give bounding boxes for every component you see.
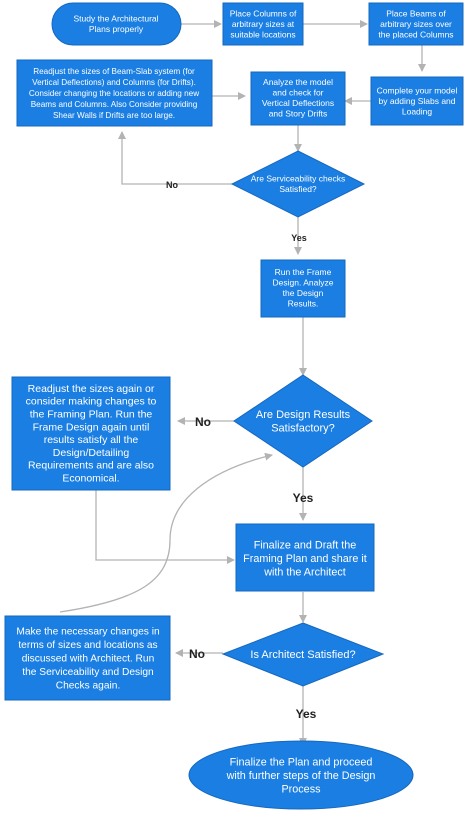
node-finalize-plan — [188, 740, 414, 810]
text-architect-check: Is Architect Satisfied? — [250, 649, 355, 661]
text-line: Analyze the model — [263, 77, 333, 87]
text-line: discussed with Architect. Run — [22, 654, 155, 665]
text-line: Study the Architectural — [73, 14, 158, 24]
node-architect-check — [221, 622, 385, 687]
text-line: and Story Drifts — [269, 109, 328, 119]
text-line: Requirements and are also — [28, 460, 154, 472]
text-line: the placed Columns — [378, 29, 453, 39]
label-architect-no: No — [189, 647, 205, 661]
edge-readjust-down — [95, 490, 235, 564]
text-line: consider making changes to — [26, 396, 157, 408]
label-serviceability-yes: Yes — [291, 233, 307, 243]
text-line: arbitrary sizes at — [232, 19, 295, 29]
text-line: the Design — [283, 288, 324, 298]
text-line: Place Columns of — [230, 8, 297, 18]
text-line: Is Architect Satisfied? — [250, 649, 355, 661]
text-line: Finalize the Plan and proceed — [230, 756, 373, 768]
text-line: Results. — [288, 299, 319, 309]
edge-labels: No Yes No Yes No Yes — [166, 180, 317, 721]
text-line: Framing Plan and share it — [243, 553, 367, 565]
text-line: the Serviceability and Design — [22, 667, 153, 678]
text-line: Loading — [402, 106, 433, 116]
text-line: Vertical Deflections — [262, 98, 334, 108]
node-finalize-draft — [235, 523, 375, 592]
text-line: and check for — [272, 88, 323, 98]
text-line: Finalize and Draft the — [254, 539, 357, 551]
node-design-results-check — [233, 374, 373, 468]
text-line: arbitrary sizes over — [380, 19, 452, 29]
node-study-plans — [51, 2, 182, 46]
label-design-yes: Yes — [293, 491, 314, 505]
text-line: results satisfy all the — [44, 434, 139, 446]
text-line: Make the necessary changes in — [16, 627, 159, 638]
text-line: suitable locations — [230, 29, 295, 39]
node-serviceability-check — [230, 150, 366, 218]
node-run-frame-design — [260, 259, 346, 318]
label-architect-yes: Yes — [296, 707, 317, 721]
text-line: the Framing Plan. Run the — [30, 408, 153, 420]
text-line: Checks again. — [56, 681, 121, 692]
node-place-beams — [368, 2, 464, 46]
text-line: by adding Slabs and — [378, 96, 455, 106]
text-line: Plans properly — [89, 24, 144, 34]
text-line: terms of sizes and locations as — [18, 640, 157, 651]
text-line: Satisfactory? — [271, 423, 335, 435]
text-line: Process — [281, 783, 321, 795]
text-finalize-plan: Finalize the Plan and proceed with furthe… — [226, 756, 376, 795]
node-place-columns — [222, 2, 304, 46]
text-line: Place Beams of — [386, 8, 446, 18]
text-line: Are Serviceability checks — [251, 174, 345, 184]
text-line: Shear Walls if Drifts are too large. — [53, 111, 175, 120]
text-line: Readjust the sizes of Beam-Slab system (… — [33, 67, 195, 76]
text-readjust-beam-slab: Readjust the sizes of Beam-Slab system (… — [29, 67, 199, 120]
text-line: Design. Analyze — [273, 278, 334, 288]
text-make-changes: Make the necessary changes in terms of si… — [16, 627, 159, 692]
text-line: Run the Frame — [275, 267, 332, 277]
text-line: Vertical Deflections) and Columns (for D… — [32, 78, 196, 87]
text-line: with the Architect — [263, 566, 346, 578]
text-line: Consider changing the locations or addin… — [29, 89, 199, 98]
text-line: Design/Detailing — [53, 447, 130, 459]
edge-changes-loop — [59, 452, 273, 613]
node-analyze-model — [250, 71, 346, 126]
label-serviceability-no: No — [166, 180, 178, 190]
text-line: Frame Design again until — [33, 421, 150, 433]
text-line: Satisfied? — [279, 184, 317, 194]
text-line: Complete your model — [377, 85, 458, 95]
text-line: Beams and Columns. Also Consider providi… — [31, 100, 198, 109]
edge-serviceability-no — [118, 131, 232, 185]
node-readjust-beam-slab — [16, 59, 213, 127]
label-design-no: No — [195, 415, 211, 429]
node-make-changes — [4, 615, 171, 701]
text-line: Are Design Results — [256, 409, 351, 421]
node-complete-model — [370, 76, 464, 126]
node-readjust-sizes-again — [11, 376, 171, 491]
text-line: Economical. — [62, 472, 119, 484]
connectors — [59, 20, 426, 746]
text-line: with further steps of the Design — [226, 770, 376, 782]
text-line: Readjust the sizes again or — [28, 383, 155, 395]
